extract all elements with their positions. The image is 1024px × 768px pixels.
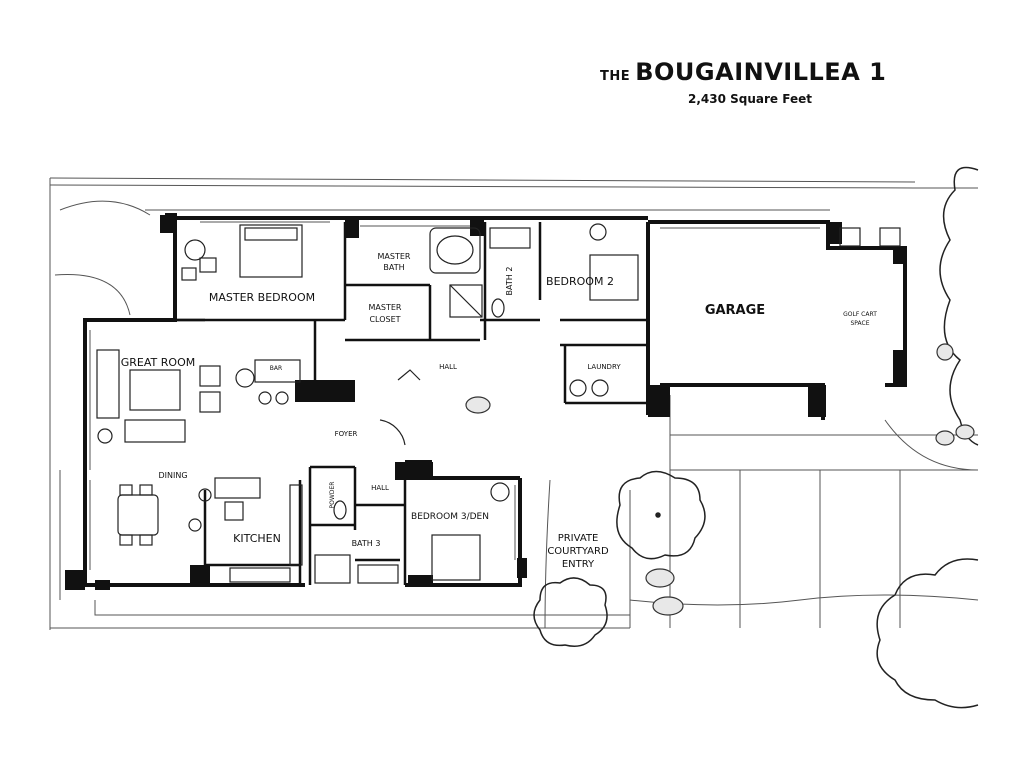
tree-top-right	[939, 166, 979, 446]
tree-courtyard	[616, 470, 706, 560]
furniture	[96, 223, 901, 584]
label-bath3: BATH 3	[352, 539, 381, 548]
label-master-bath-1: MASTER	[378, 252, 411, 261]
interior-walls	[85, 222, 648, 585]
sofa	[96, 349, 120, 419]
dining-table	[117, 494, 159, 536]
label-courtyard-1: PRIVATE	[558, 533, 599, 544]
room-labels: MASTER BEDROOM MASTER BATH MASTER CLOSET…	[121, 252, 877, 570]
label-dining: DINING	[158, 471, 187, 480]
exterior-walls	[83, 213, 907, 587]
label-foyer: FOYER	[335, 430, 358, 438]
label-bedroom2: BEDROOM 2	[546, 275, 614, 288]
label-kitchen: KITCHEN	[233, 532, 281, 545]
plan-name: BOUGAINVILLEA 1	[635, 58, 887, 86]
bedroom2-bed	[589, 254, 639, 301]
label-garage: GARAGE	[705, 303, 765, 318]
bedroom3-bed	[431, 534, 481, 581]
label-great-room: GREAT ROOM	[121, 356, 195, 369]
label-bath2: BATH 2	[505, 267, 514, 296]
label-master-closet-1: MASTER	[369, 303, 402, 312]
label-golf-cart-2: SPACE	[850, 320, 869, 327]
label-courtyard-2: COURTYARD	[547, 546, 609, 557]
boulders	[465, 343, 975, 616]
title-prefix: THE	[600, 69, 631, 84]
square-footage: 2,430 Square Feet	[688, 92, 812, 106]
label-laundry: LAUNDRY	[587, 363, 621, 371]
plan-title: THE BOUGAINVILLEA 1 2,430 Square Feet	[600, 58, 900, 106]
label-hall-upper: HALL	[439, 363, 457, 371]
tree-entry	[533, 577, 608, 647]
site-boundary	[49, 177, 979, 630]
tree-bottom-right	[876, 558, 979, 709]
label-powder: POWDER	[329, 482, 336, 509]
label-master-bath-2: BATH	[383, 263, 404, 272]
structural-piers	[65, 215, 907, 590]
label-golf-cart-1: GOLF CART	[843, 311, 877, 318]
label-hall-lower: HALL	[371, 484, 389, 492]
label-courtyard-3: ENTRY	[562, 559, 595, 570]
label-master-closet-2: CLOSET	[369, 315, 400, 324]
label-bar: BAR	[270, 365, 282, 372]
label-bedroom3: BEDROOM 3/DEN	[411, 512, 489, 522]
label-master-bedroom: MASTER BEDROOM	[209, 291, 315, 304]
windows	[89, 221, 820, 570]
master-bed	[239, 224, 303, 278]
